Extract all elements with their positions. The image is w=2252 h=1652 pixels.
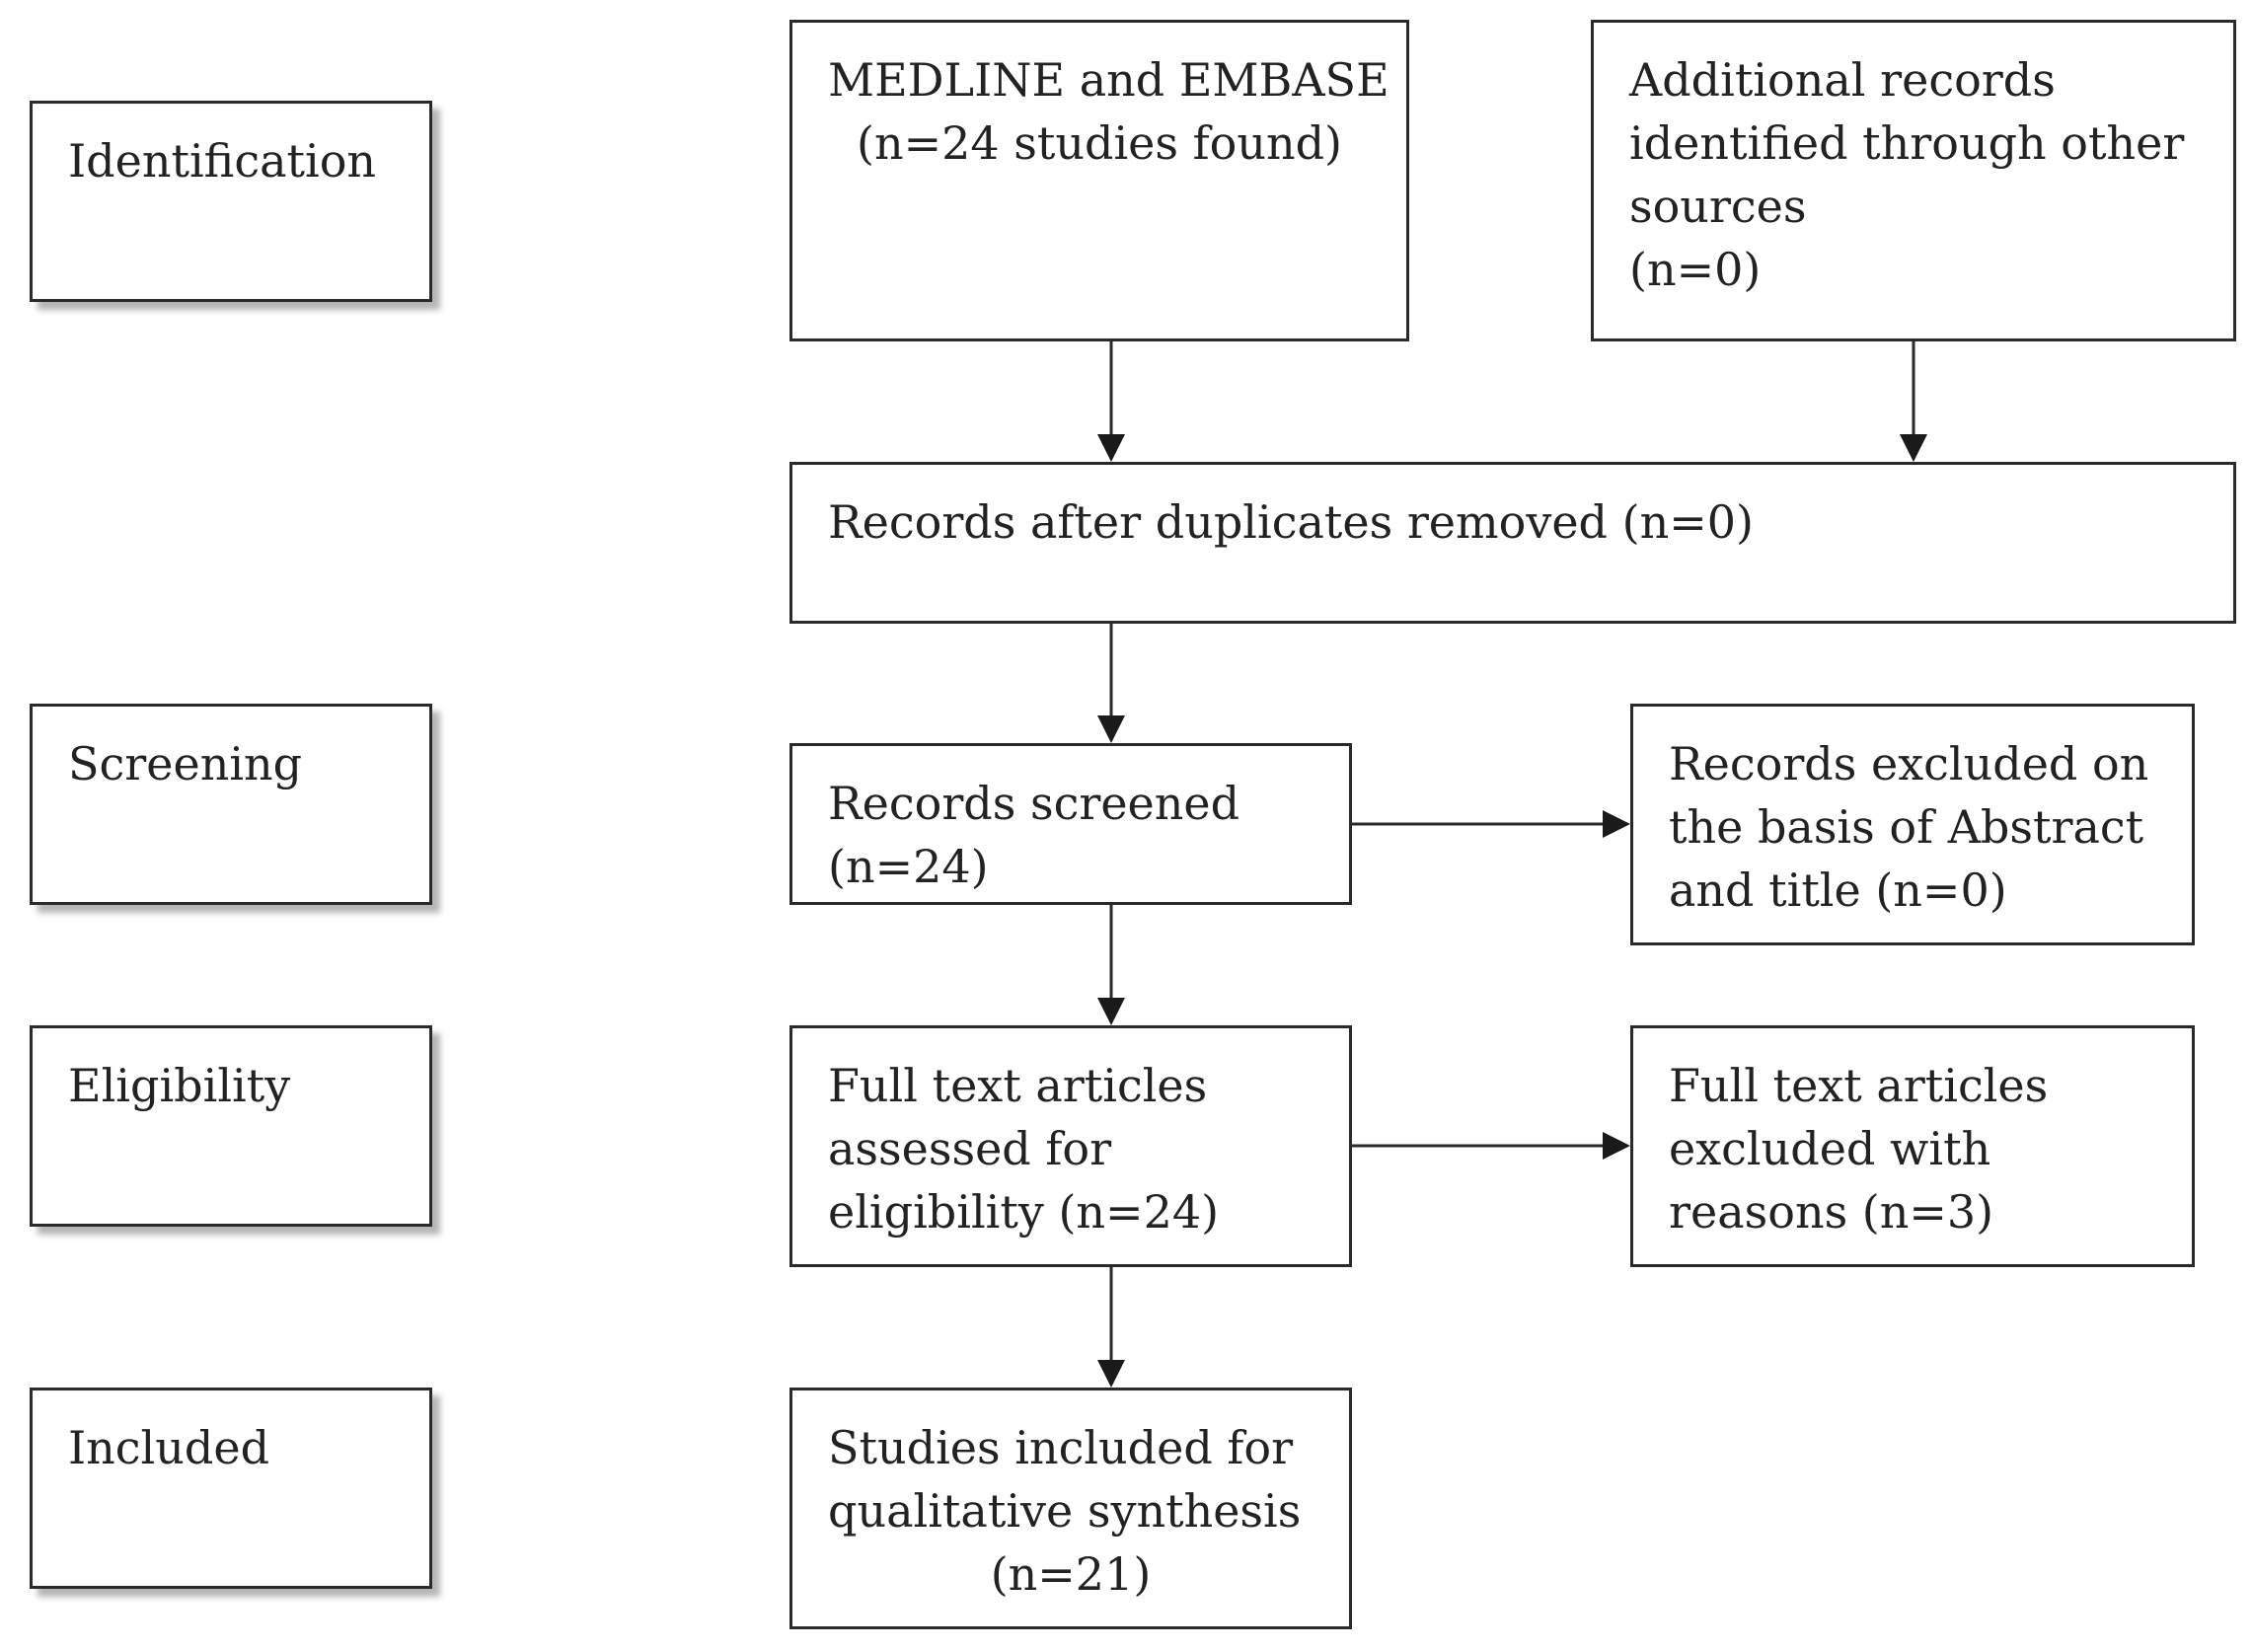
fulltext-box-line: assessed for [828,1122,1112,1175]
full-text-assessed-box: Full text articles assessed for eligibil… [789,1025,1352,1267]
fulltext-box-line: eligibility (n=24) [828,1185,1220,1239]
medline-embase-box: MEDLINE and EMBASE (n=24 studies found) [789,20,1409,341]
additional-box-line: identified through other [1629,116,2185,170]
arrowhead-icon [1097,1360,1125,1388]
stage-eligibility-label: Eligibility [68,1059,291,1112]
full-text-excluded-box: Full text articles excluded with reasons… [1630,1025,2195,1267]
arrowhead-icon [1603,1132,1630,1160]
stage-screening: Screening [30,704,432,905]
excluded-abstract-line: Records excluded on [1669,737,2149,790]
screened-box-line: Records screened [828,777,1240,830]
records-excluded-box: Records excluded on the basis of Abstrac… [1630,704,2195,945]
medline-box-line: MEDLINE and EMBASE [828,53,1389,107]
stage-identification: Identification [30,101,432,302]
arrowhead-icon [1097,434,1125,462]
additional-box-line: (n=0) [1629,243,1762,296]
included-box-line: qualitative synthesis [828,1484,1302,1538]
fulltext-excluded-line: excluded with [1669,1122,1991,1175]
fulltext-box-line: Full text articles [828,1059,1208,1112]
stage-screening-label: Screening [68,737,303,790]
records-screened-box: Records screened (n=24) [789,743,1352,905]
arrowhead-icon [1097,998,1125,1025]
studies-included-box: Studies included for qualitative synthes… [789,1388,1352,1629]
arrowhead-icon [1900,434,1927,462]
excluded-abstract-line: the basis of Abstract [1669,800,2144,854]
stage-identification-label: Identification [68,134,377,188]
medline-box-line: (n=24 studies found) [857,116,1342,170]
additional-box-line: sources [1629,180,1807,233]
stage-eligibility: Eligibility [30,1025,432,1227]
included-box-line: Studies included for [828,1421,1294,1474]
arrowhead-icon [1097,715,1125,743]
screened-box-line: (n=24) [828,840,989,893]
excluded-abstract-line: and title (n=0) [1669,864,2007,917]
additional-records-box: Additional records identified through ot… [1591,20,2236,341]
arrowhead-icon [1603,810,1630,838]
additional-box-line: Additional records [1629,53,2056,107]
duplicates-removed-box: Records after duplicates removed (n=0) [789,462,2236,624]
stage-included: Included [30,1388,432,1589]
stage-included-label: Included [68,1421,270,1474]
included-box-line: (n=21) [990,1547,1152,1601]
fulltext-excluded-line: reasons (n=3) [1669,1185,1994,1239]
duplicates-box-line: Records after duplicates removed (n=0) [828,495,1754,549]
fulltext-excluded-line: Full text articles [1669,1059,2049,1112]
